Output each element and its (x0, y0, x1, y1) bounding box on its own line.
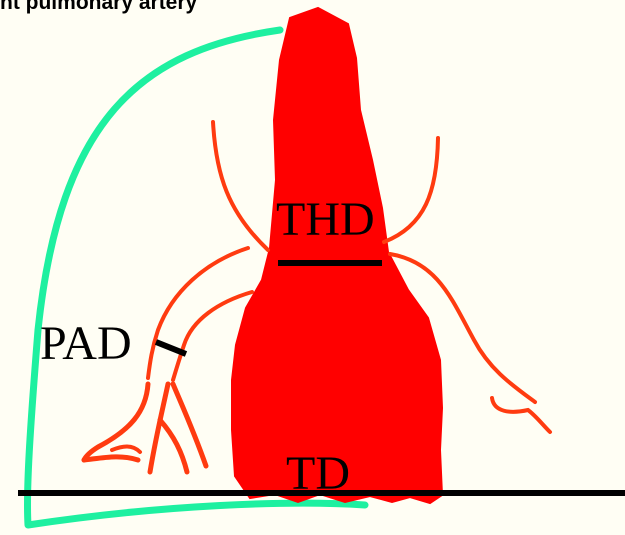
left-pulmonary-artery-outer (148, 248, 248, 378)
pad-label: PAD (40, 320, 132, 368)
left-branch-3 (173, 384, 206, 466)
right-hook-branch (492, 398, 550, 432)
left-branch-4 (160, 420, 187, 472)
heart-silhouette (232, 8, 442, 503)
figure-title: nt pulmonary artery (0, 0, 197, 15)
left-branch-5 (84, 457, 138, 460)
thd-label: THD (276, 196, 375, 244)
right-upper-vessel (384, 138, 438, 242)
td-label: TD (286, 450, 350, 498)
left-upper-vessel (213, 122, 268, 250)
left-branch-6 (112, 447, 140, 453)
